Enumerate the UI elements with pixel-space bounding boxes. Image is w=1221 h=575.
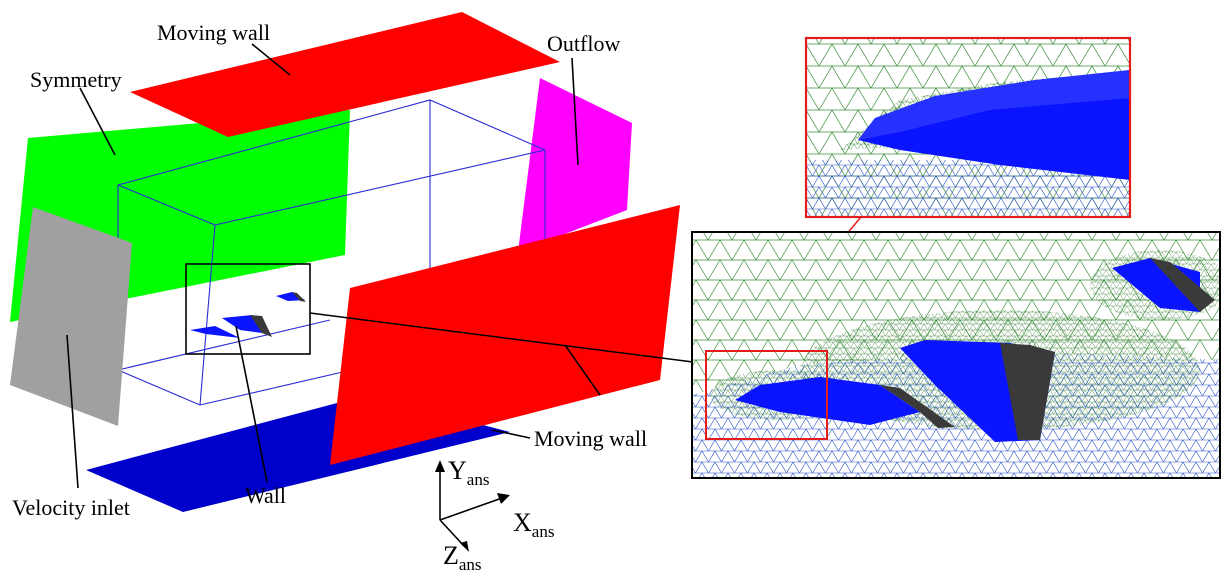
axis-x-sub: ans	[531, 522, 555, 541]
axis-z-main: Z	[443, 541, 459, 570]
inset-mesh-frame	[691, 231, 1221, 479]
axis-x-main: X	[513, 508, 532, 537]
inset-mesh-zoom-box	[705, 350, 828, 440]
axis-y-sub: ans	[466, 470, 490, 489]
axis-label-z: Zans	[443, 541, 482, 574]
label-velocity-inlet: Velocity inlet	[12, 495, 130, 520]
moving-wall-top-plane	[130, 12, 560, 137]
axis-z-sub: ans	[458, 555, 482, 574]
moving-wall-side-plane	[330, 205, 680, 465]
label-moving-wall-top: Moving wall	[157, 20, 271, 45]
main-wing-model	[190, 292, 306, 338]
label-wall: Wall	[245, 483, 286, 508]
zoom-box-main	[185, 263, 311, 355]
inset-closeup-frame	[804, 36, 1132, 219]
axis-y-main: Y	[448, 456, 467, 485]
coordinate-triad	[435, 460, 510, 552]
outflow-plane	[518, 78, 632, 252]
inset-closeup	[806, 38, 1130, 217]
axis-label-y: Yans	[448, 456, 490, 489]
label-outflow: Outflow	[547, 31, 621, 56]
label-moving-wall-side: Moving wall	[534, 426, 648, 451]
zoom-connector	[309, 312, 694, 363]
inset-mesh	[692, 232, 1220, 478]
label-symmetry: Symmetry	[30, 67, 122, 92]
leader-lines	[66, 43, 601, 489]
axis-label-x: Xans	[513, 508, 555, 541]
velocity-inlet-plane	[10, 207, 132, 426]
